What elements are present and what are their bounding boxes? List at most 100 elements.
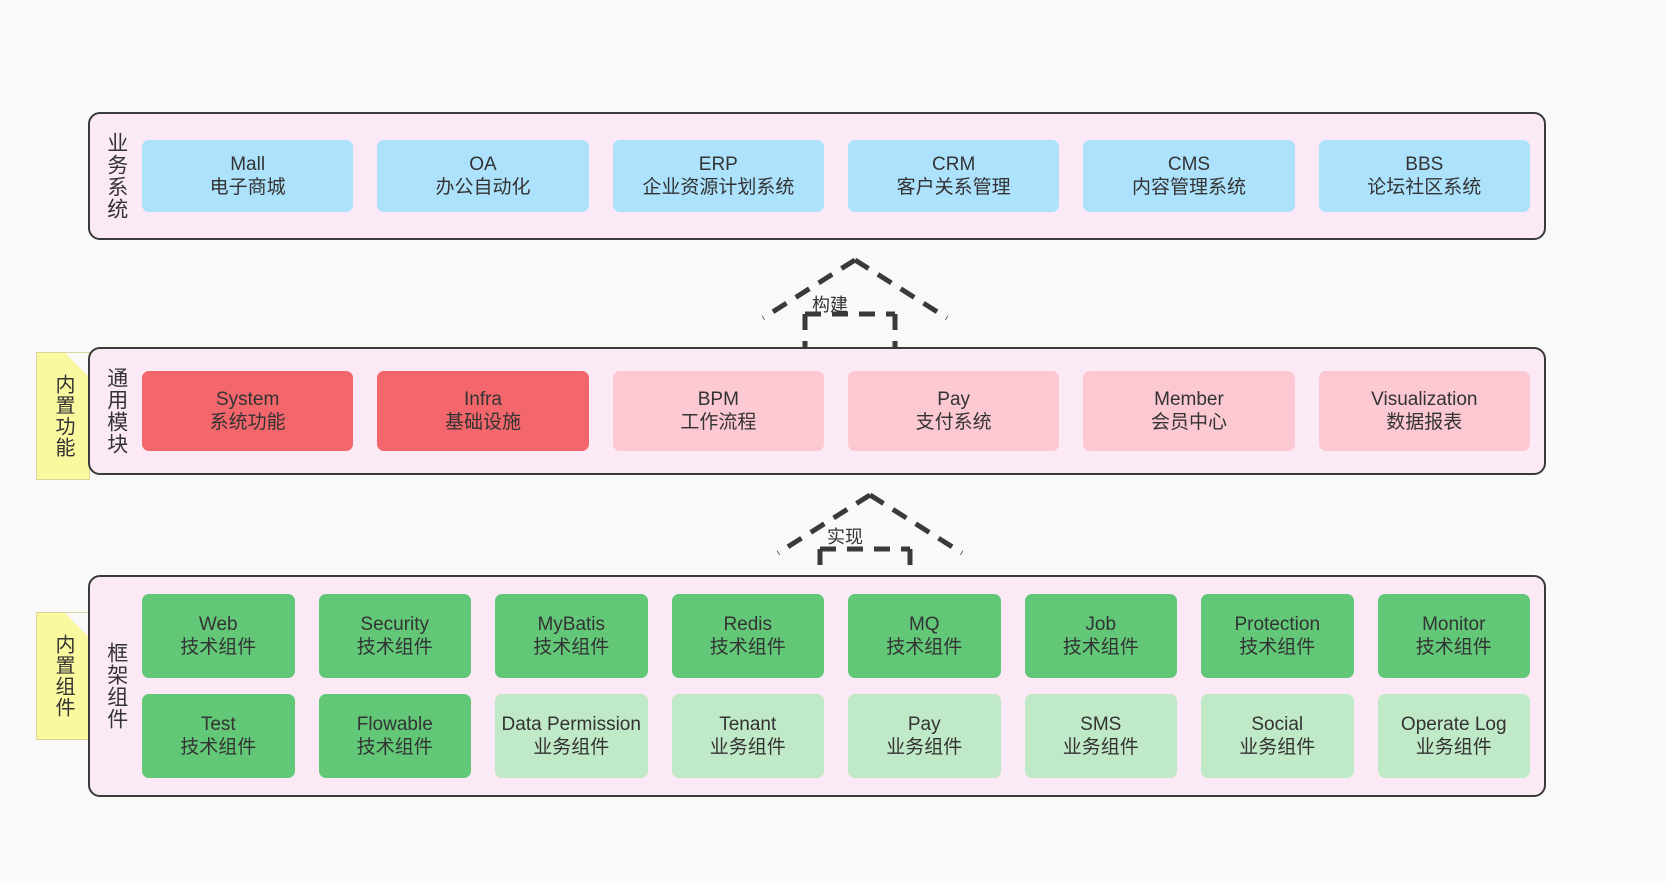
card-infra-sub: 基础设施 — [444, 412, 521, 433]
card-protection[interactable]: Protection 技术组件 — [1201, 594, 1354, 678]
card-monitor-sub: 技术组件 — [1415, 637, 1492, 658]
connector-implement-label: 实现 — [827, 527, 863, 547]
card-pay-component[interactable]: Pay 业务组件 — [848, 694, 1001, 778]
connector-build-label: 构建 — [812, 295, 848, 315]
note-builtin-features-label: 内置功能 — [52, 374, 74, 458]
card-pay-module[interactable]: Pay 支付系统 — [847, 371, 1060, 451]
card-mybatis-sub: 技术组件 — [533, 637, 610, 658]
card-bpm[interactable]: BPM 工作流程 — [612, 371, 824, 451]
card-cms-sub: 内容管理系统 — [1131, 177, 1246, 198]
card-mq-name: MQ — [908, 613, 940, 635]
card-oa-name: OA — [469, 153, 497, 175]
card-mall-name: Mall — [230, 153, 266, 175]
card-member-name: Member — [1154, 388, 1224, 410]
card-visualization[interactable]: Visualization 数据报表 — [1318, 371, 1530, 451]
card-visualization-name: Visualization — [1371, 388, 1478, 410]
card-test-name: Test — [200, 713, 236, 735]
card-monitor-name: Monitor — [1422, 613, 1486, 635]
card-flowable[interactable]: Flowable 技术组件 — [318, 694, 471, 778]
card-operate-log[interactable]: Operate Log 业务组件 — [1377, 694, 1530, 778]
card-bbs[interactable]: BBS 论坛社区系统 — [1318, 140, 1530, 212]
card-mall-sub: 电子商城 — [209, 177, 286, 198]
card-mall[interactable]: Mall 电子商城 — [142, 140, 354, 212]
card-social-name: Social — [1251, 713, 1304, 735]
note-builtin-components: 内置组件 — [36, 612, 90, 740]
card-job[interactable]: Job 技术组件 — [1024, 594, 1177, 678]
card-mq-sub: 技术组件 — [886, 637, 963, 658]
card-mq[interactable]: MQ 技术组件 — [848, 594, 1001, 678]
card-oa-sub: 办公自动化 — [435, 177, 531, 198]
layer-common-modules[interactable]: 通用模块 System 系统功能 Infra 基础设施 BPM 工作流程 Pay… — [88, 347, 1546, 475]
card-redis[interactable]: Redis 技术组件 — [671, 594, 824, 678]
layer-common-modules-title: 通用模块 — [104, 367, 128, 455]
card-pay-component-name: Pay — [907, 713, 941, 735]
layer-business-systems[interactable]: 业务系统 Mall 电子商城 OA 办公自动化 ERP 企业资源计划系统 CRM… — [88, 112, 1546, 240]
card-cms-name: CMS — [1167, 153, 1211, 175]
card-data-permission-sub: 业务组件 — [533, 737, 610, 758]
card-crm-name: CRM — [932, 153, 976, 175]
card-redis-name: Redis — [723, 613, 773, 635]
card-sms-sub: 业务组件 — [1062, 737, 1139, 758]
card-redis-sub: 技术组件 — [709, 637, 786, 658]
card-oa[interactable]: OA 办公自动化 — [377, 140, 589, 212]
layer-common-modules-row: System 系统功能 Infra 基础设施 BPM 工作流程 Pay 支付系统… — [142, 371, 1530, 451]
card-member[interactable]: Member 会员中心 — [1083, 371, 1295, 451]
layer-framework-components-row-business: Test 技术组件 Flowable 技术组件 Data Permission … — [142, 694, 1530, 778]
layer-framework-components-row-tech: Web 技术组件 Security 技术组件 MyBatis 技术组件 Redi… — [142, 594, 1530, 678]
card-tenant[interactable]: Tenant 业务组件 — [671, 694, 824, 778]
card-security-name: Security — [360, 613, 430, 635]
layer-business-systems-title: 业务系统 — [104, 132, 128, 220]
card-system-name: System — [215, 388, 280, 410]
card-bbs-sub: 论坛社区系统 — [1367, 177, 1482, 198]
card-operate-log-name: Operate Log — [1400, 713, 1507, 735]
card-erp-name: ERP — [698, 153, 738, 175]
card-bbs-name: BBS — [1405, 153, 1444, 175]
card-data-permission[interactable]: Data Permission 业务组件 — [495, 694, 648, 778]
card-erp[interactable]: ERP 企业资源计划系统 — [612, 140, 824, 212]
card-crm[interactable]: CRM 客户关系管理 — [847, 140, 1060, 212]
card-security[interactable]: Security 技术组件 — [318, 594, 471, 678]
card-sms-name: SMS — [1080, 713, 1122, 735]
card-mybatis-name: MyBatis — [537, 613, 606, 635]
card-infra[interactable]: Infra 基础设施 — [377, 371, 589, 451]
card-monitor[interactable]: Monitor 技术组件 — [1377, 594, 1530, 678]
card-test-sub: 技术组件 — [180, 737, 257, 758]
card-member-sub: 会员中心 — [1150, 412, 1227, 433]
card-web[interactable]: Web 技术组件 — [142, 594, 295, 678]
card-pay-component-sub: 业务组件 — [886, 737, 963, 758]
card-flowable-sub: 技术组件 — [356, 737, 433, 758]
card-pay-module-sub: 支付系统 — [915, 412, 992, 433]
card-crm-sub: 客户关系管理 — [896, 177, 1011, 198]
card-data-permission-name: Data Permission — [501, 713, 641, 735]
card-social[interactable]: Social 业务组件 — [1201, 694, 1354, 778]
connector-build-arrow-icon — [761, 257, 949, 362]
card-test[interactable]: Test 技术组件 — [142, 694, 295, 778]
layer-common-modules-body: System 系统功能 Infra 基础设施 BPM 工作流程 Pay 支付系统… — [142, 349, 1544, 473]
card-bpm-name: BPM — [697, 388, 739, 410]
note-builtin-features: 内置功能 — [36, 352, 90, 480]
layer-framework-components[interactable]: 框架组件 Web 技术组件 Security 技术组件 MyBatis 技术组件… — [88, 575, 1546, 797]
card-sms[interactable]: SMS 业务组件 — [1024, 694, 1177, 778]
layer-business-systems-body: Mall 电子商城 OA 办公自动化 ERP 企业资源计划系统 CRM 客户关系… — [142, 114, 1544, 238]
card-erp-sub: 企业资源计划系统 — [642, 177, 795, 198]
layer-framework-components-body: Web 技术组件 Security 技术组件 MyBatis 技术组件 Redi… — [142, 577, 1544, 795]
card-job-name: Job — [1085, 613, 1117, 635]
layer-business-systems-row: Mall 电子商城 OA 办公自动化 ERP 企业资源计划系统 CRM 客户关系… — [142, 140, 1530, 212]
card-system[interactable]: System 系统功能 — [142, 371, 354, 451]
card-job-sub: 技术组件 — [1062, 637, 1139, 658]
card-operate-log-sub: 业务组件 — [1415, 737, 1492, 758]
card-visualization-sub: 数据报表 — [1386, 412, 1463, 433]
card-protection-name: Protection — [1234, 613, 1321, 635]
card-tenant-name: Tenant — [719, 713, 777, 735]
card-cms[interactable]: CMS 内容管理系统 — [1083, 140, 1295, 212]
card-web-name: Web — [198, 613, 238, 635]
layer-framework-components-title: 框架组件 — [104, 642, 128, 730]
card-mybatis[interactable]: MyBatis 技术组件 — [495, 594, 648, 678]
card-pay-module-name: Pay — [937, 388, 971, 410]
card-infra-name: Infra — [463, 388, 502, 410]
card-tenant-sub: 业务组件 — [709, 737, 786, 758]
card-web-sub: 技术组件 — [180, 637, 257, 658]
card-security-sub: 技术组件 — [356, 637, 433, 658]
card-flowable-name: Flowable — [356, 713, 433, 735]
